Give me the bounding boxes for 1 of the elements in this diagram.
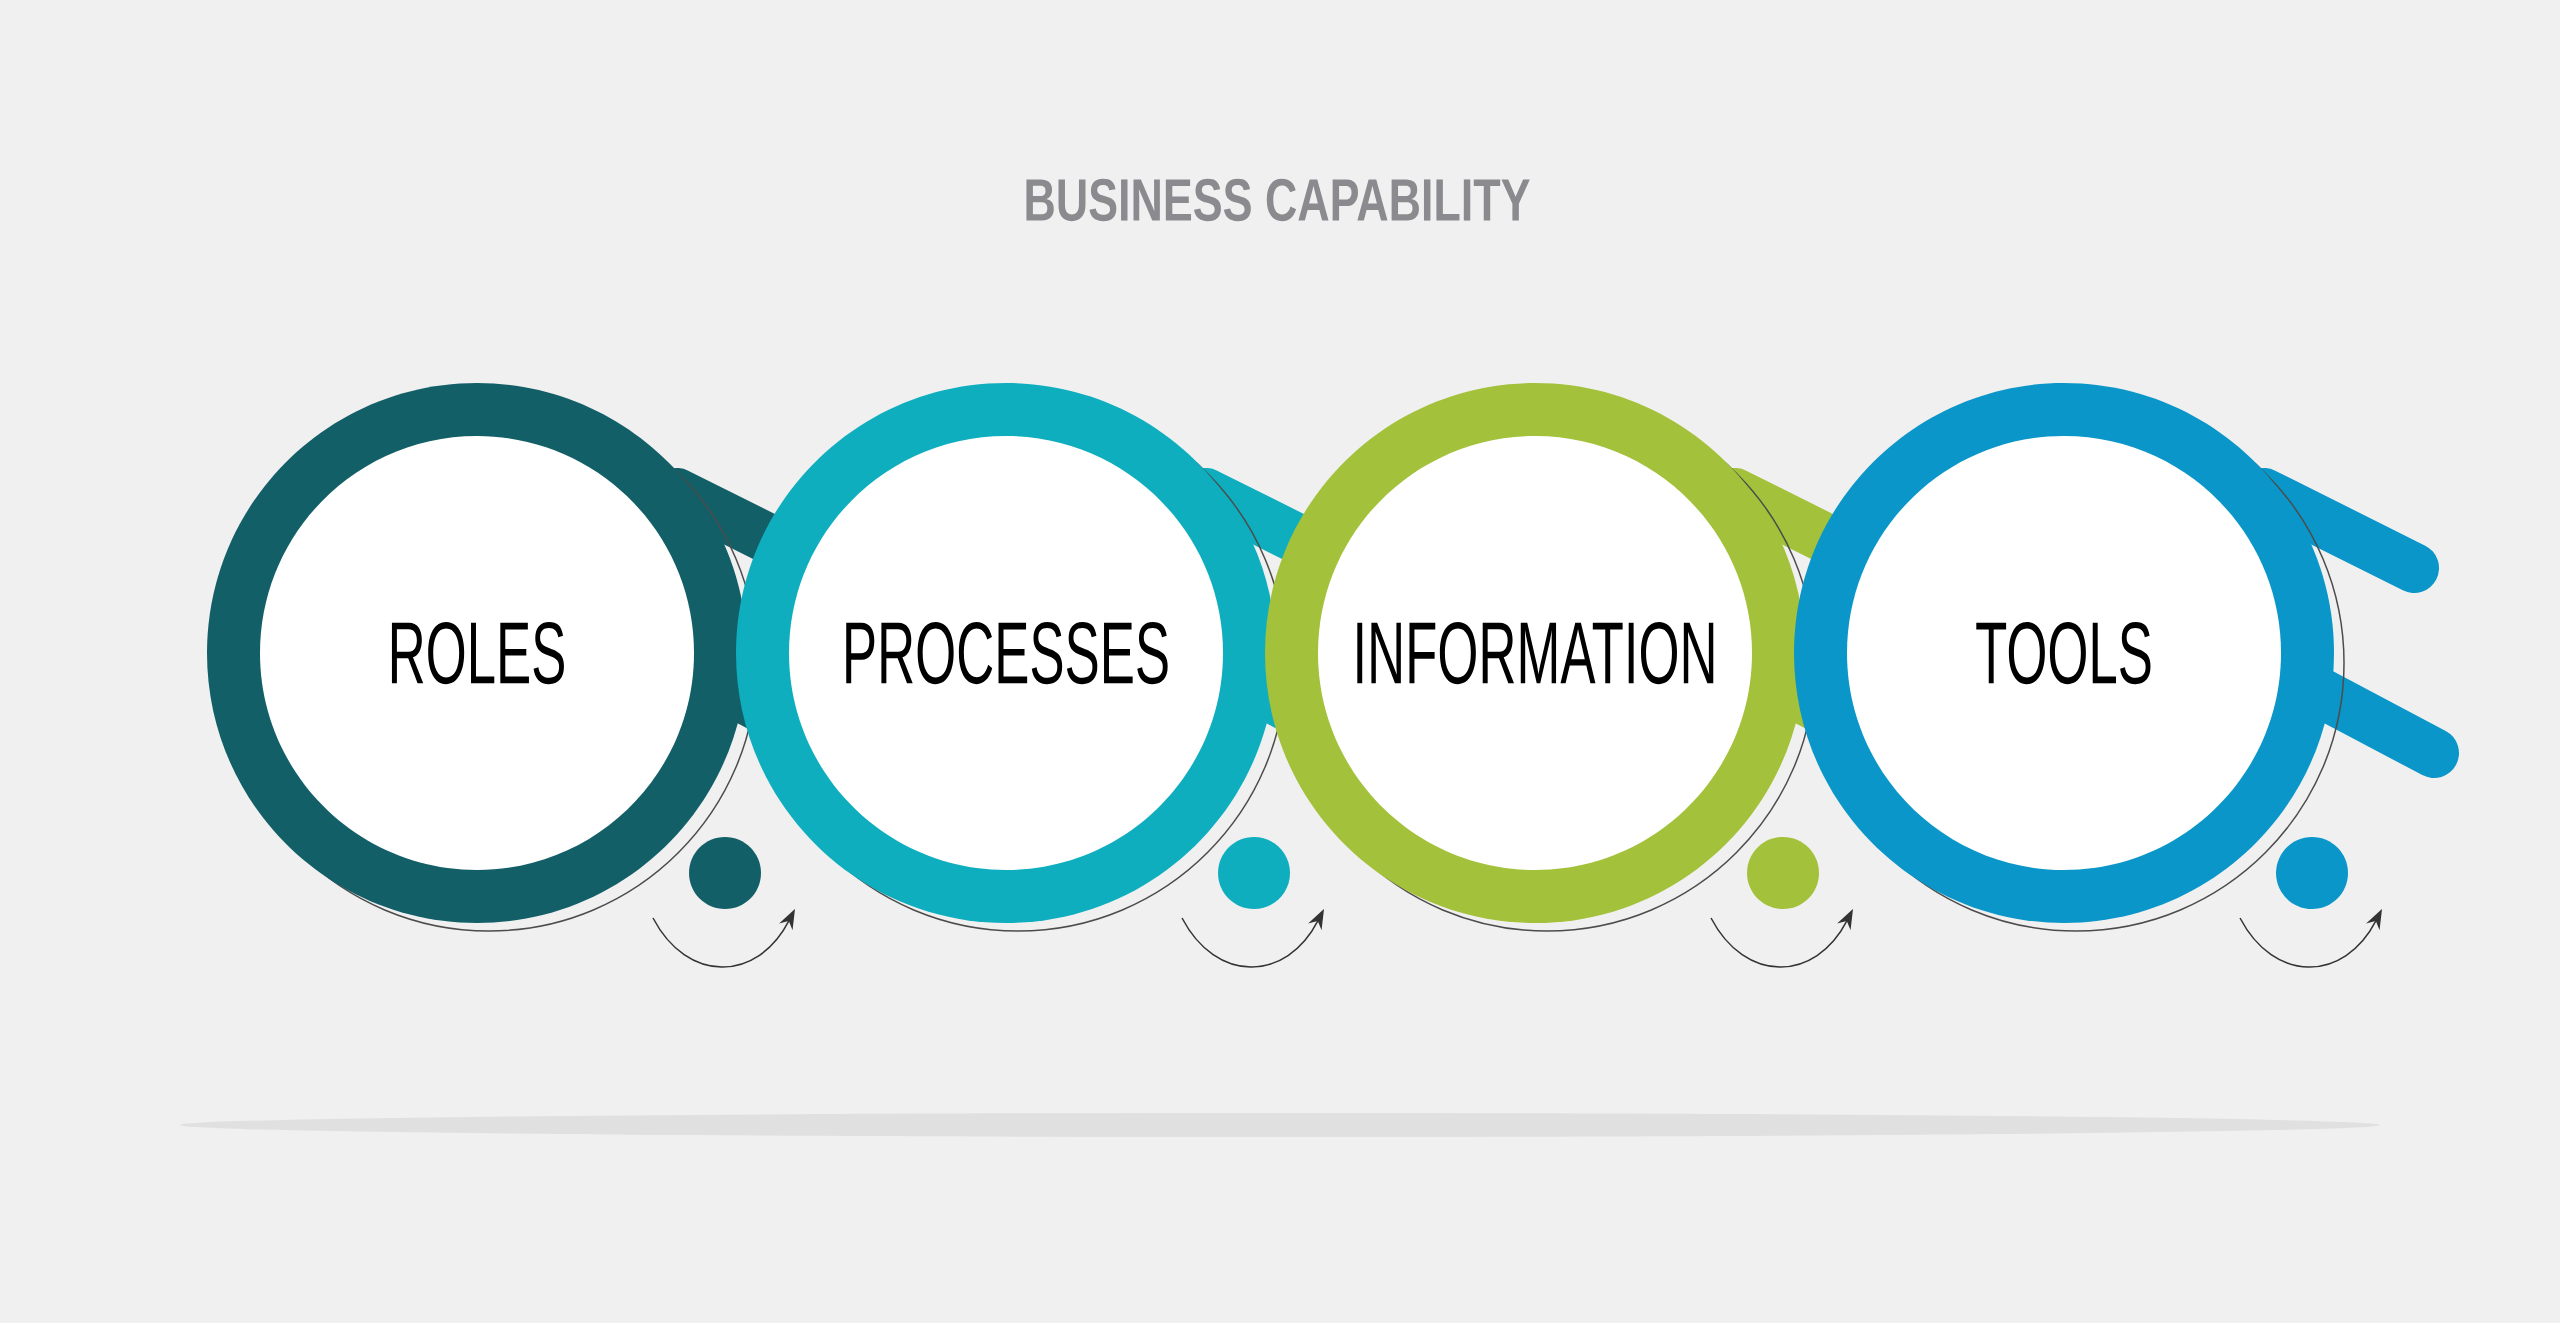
title: BUSINESS CAPABILITY [1026,178,1530,222]
